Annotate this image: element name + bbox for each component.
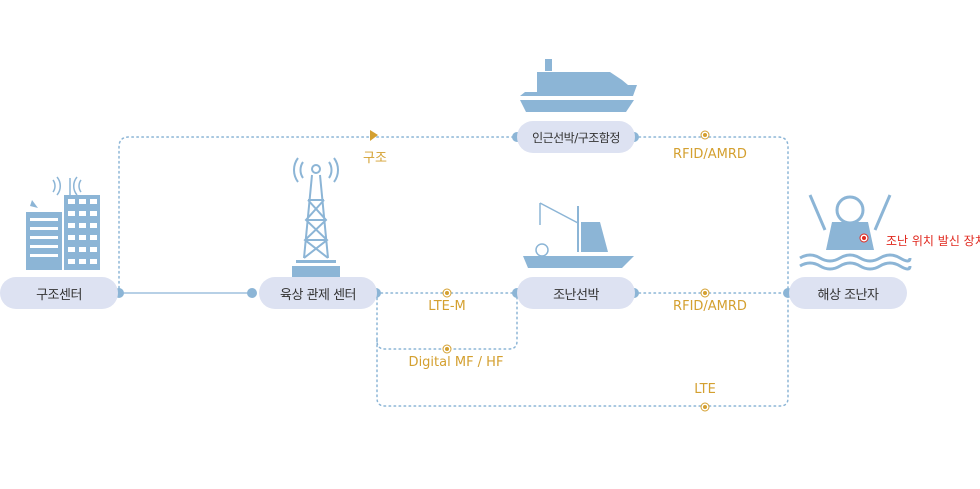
label-rescue: 구조 [363, 151, 387, 166]
life-jacket-icon [826, 222, 874, 250]
label-rfid-top: RFID/AMRD [673, 147, 747, 162]
label-distress-beacon: 조난 위치 발신 장치 [886, 234, 980, 248]
building-icon [26, 176, 100, 270]
arrow-icon [370, 130, 378, 141]
rescue-link [118, 136, 518, 294]
lte-link [376, 292, 789, 407]
label-rfid-mid: RFID/AMRD [673, 299, 747, 314]
beacon-icon [862, 236, 866, 240]
label-digital-mf-hf: Digital MF / HF [408, 355, 504, 370]
mf-hf-link [376, 292, 518, 350]
node-person-overboard: 해상 조난자 [789, 277, 907, 309]
label-lte-m: LTE-M [428, 299, 466, 314]
radio-tower-icon [293, 157, 339, 259]
person-in-water-icon [799, 194, 912, 271]
cruise-ship-icon [520, 59, 637, 112]
node-rescue-center: 구조센터 [0, 277, 118, 309]
rfid-top-link [633, 136, 789, 294]
node-distressed-ship: 조난선박 [517, 277, 635, 309]
node-nearby-ship: 인근선박/구조함정 [517, 121, 635, 153]
fishing-boat-icon [523, 202, 634, 268]
node-land-control-center: 육상 관제 센터 [259, 277, 377, 309]
label-lte: LTE [694, 382, 716, 397]
